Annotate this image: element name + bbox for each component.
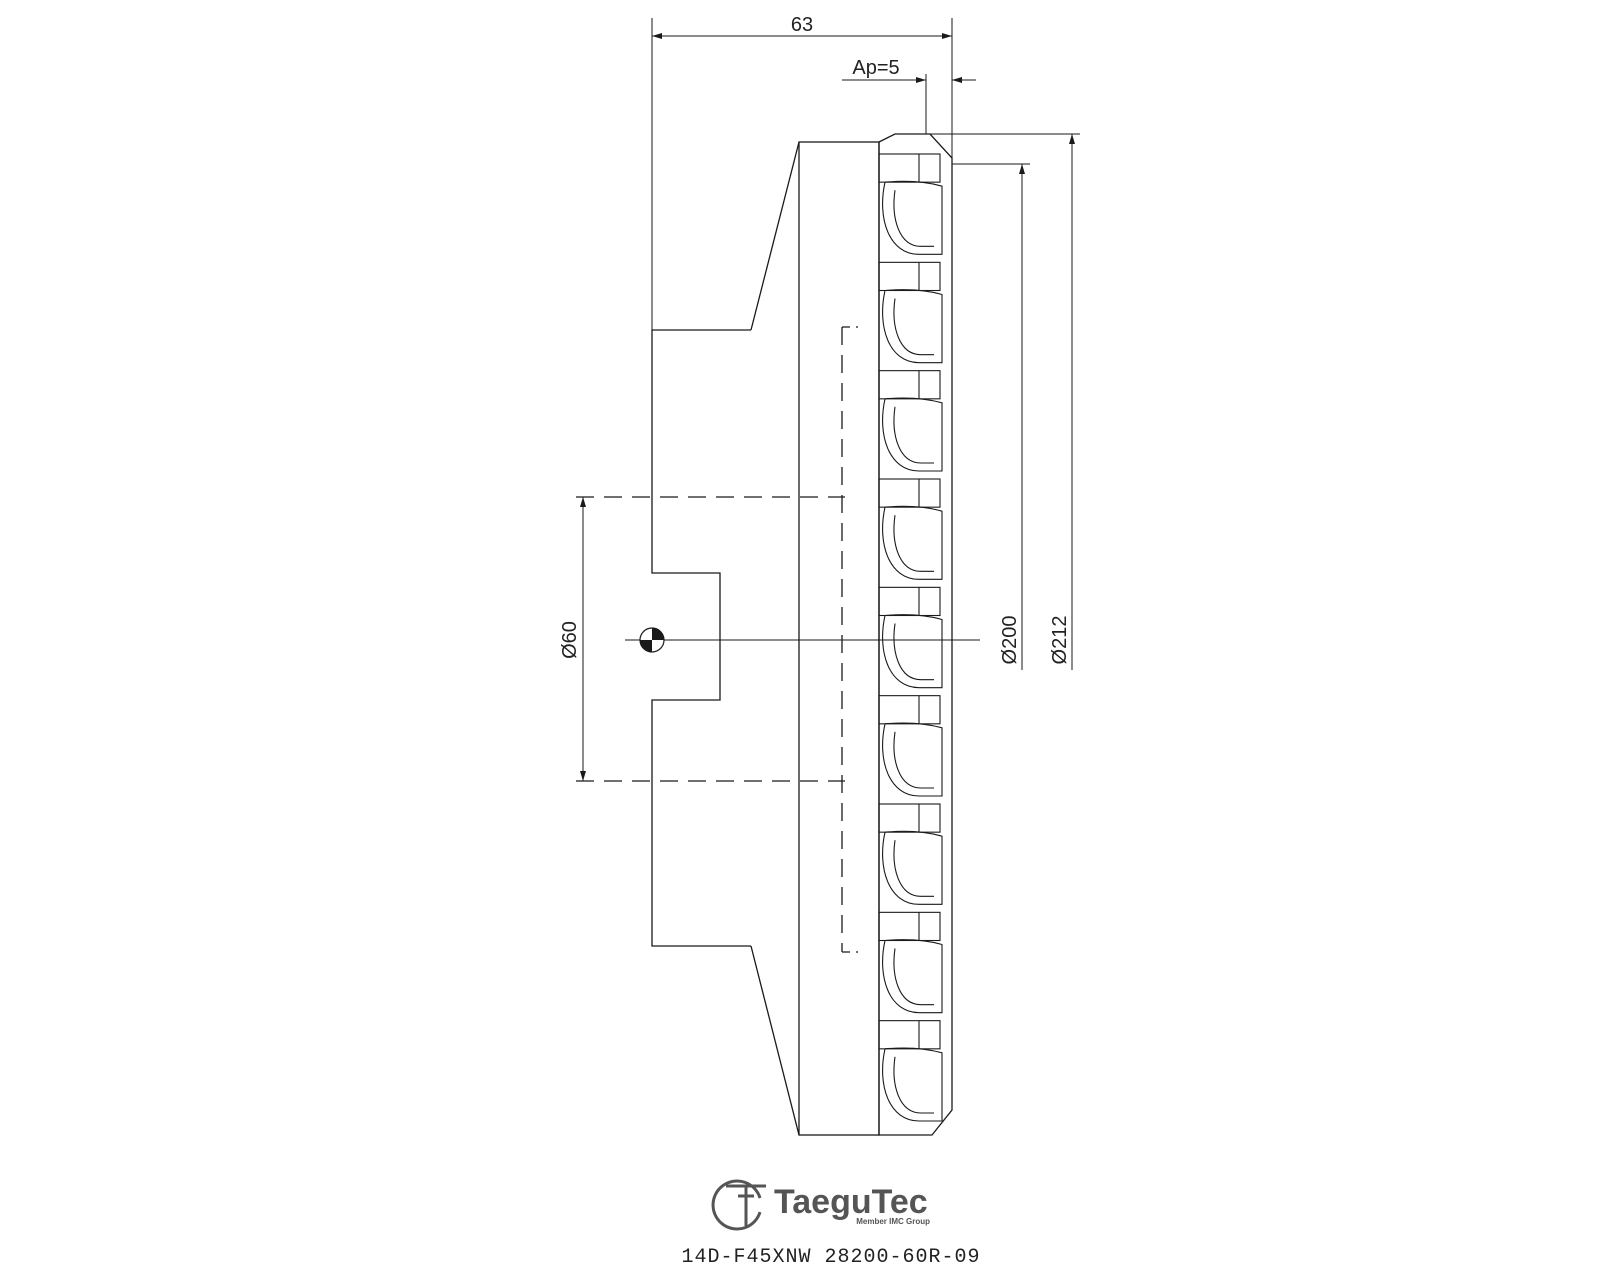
insert-clamp	[878, 803, 941, 833]
insert-face	[893, 623, 934, 681]
insert-chip-pocket	[882, 939, 943, 1014]
insert-chip-pocket	[882, 722, 943, 797]
insert-face	[893, 406, 934, 464]
insert-clamp	[878, 1020, 941, 1050]
center-mark-icon	[639, 627, 665, 653]
insert-clamp	[878, 695, 941, 725]
cone-upper-line	[750, 141, 800, 331]
insert-ring-outline	[878, 133, 953, 1136]
hub-outline	[651, 329, 751, 947]
insert-face	[893, 1056, 934, 1114]
cone-lower-line	[750, 945, 800, 1136]
insert-face	[893, 298, 934, 356]
insert-pocket	[878, 478, 943, 580]
insert-face	[893, 840, 934, 897]
insert-face	[893, 731, 934, 789]
dim-width-label: 63	[791, 14, 813, 36]
insert-clamp	[878, 261, 941, 292]
taegutec-logo: TaeguTec Member IMC Group	[711, 1179, 930, 1231]
insert-clamp	[878, 478, 941, 508]
insert-pocket	[878, 586, 943, 689]
insert-pocket	[878, 911, 943, 1014]
taegutec-emblem-icon	[711, 1179, 766, 1231]
part-code-label: 14D-F45XNW 28200-60R-09	[681, 1246, 980, 1269]
insert-face	[893, 190, 934, 247]
dim-outer-label: Ø212	[1049, 616, 1071, 665]
insert-pocket	[878, 261, 943, 364]
insert-chip-pocket	[882, 505, 943, 580]
insert-chip-pocket	[882, 1047, 943, 1122]
insert-clamp	[878, 586, 941, 617]
insert-pocket	[878, 695, 943, 797]
insert-clamp	[878, 153, 941, 183]
insert-chip-pocket	[882, 830, 943, 905]
dim-bore-label: Ø60	[559, 621, 581, 659]
insert-group	[878, 153, 943, 1122]
insert-face	[893, 948, 934, 1006]
insert-pocket	[878, 803, 943, 905]
logo-brand-text: TaeguTec	[774, 1183, 928, 1221]
insert-pocket	[878, 1020, 943, 1122]
insert-pocket	[878, 370, 943, 472]
cutter-body	[798, 141, 880, 1136]
insert-face	[893, 515, 934, 572]
logo-tagline-text: Member IMC Group	[856, 1217, 930, 1226]
dim-inner-label: Ø200	[999, 616, 1021, 665]
insert-clamp	[878, 370, 941, 400]
dim-ap-label: Ap=5	[852, 57, 899, 79]
insert-chip-pocket	[882, 289, 943, 364]
insert-chip-pocket	[882, 614, 943, 689]
insert-clamp	[878, 911, 941, 942]
insert-chip-pocket	[882, 180, 943, 255]
insert-chip-pocket	[882, 397, 943, 472]
insert-pocket	[878, 153, 943, 255]
